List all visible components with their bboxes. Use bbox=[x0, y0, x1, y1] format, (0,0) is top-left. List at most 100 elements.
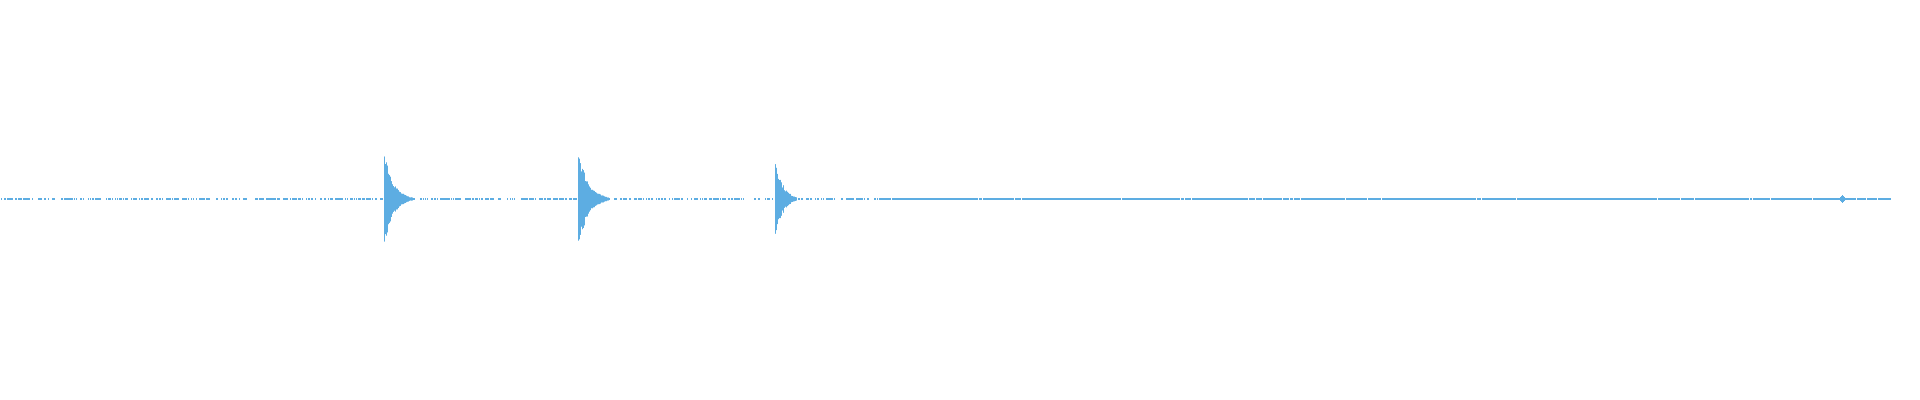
waveform-floor-bar bbox=[1783, 198, 1784, 200]
waveform-floor-bar bbox=[1875, 198, 1876, 200]
waveform-floor-bar bbox=[1112, 198, 1113, 200]
waveform-floor-bar bbox=[912, 198, 913, 200]
waveform-floor-bar bbox=[421, 198, 422, 200]
waveform-floor-bar bbox=[1859, 198, 1860, 200]
waveform-floor-bar bbox=[1419, 198, 1420, 200]
waveform-floor-bar bbox=[1317, 198, 1318, 200]
waveform-floor-bar bbox=[1344, 198, 1345, 200]
waveform-floor-bar bbox=[1463, 198, 1464, 200]
waveform-floor-bar bbox=[1762, 198, 1763, 200]
waveform-floor-bar bbox=[1114, 198, 1115, 200]
waveform-floor-bar bbox=[350, 198, 351, 200]
waveform-floor-bar bbox=[884, 198, 885, 200]
waveform-floor-bar bbox=[1461, 198, 1462, 200]
waveform-floor-bar bbox=[1127, 198, 1128, 200]
waveform-floor-bar bbox=[939, 198, 940, 200]
waveform-peak-bar bbox=[780, 179, 781, 219]
waveform-floor-bar bbox=[1188, 198, 1189, 200]
waveform-floor-bar bbox=[1589, 198, 1590, 200]
waveform-floor-bar bbox=[1754, 198, 1755, 200]
waveform-floor-bar bbox=[1359, 198, 1360, 200]
waveform-floor-bar bbox=[965, 198, 966, 200]
waveform-floor-bar bbox=[643, 198, 644, 200]
waveform-floor-bar bbox=[1631, 198, 1632, 200]
waveform-floor-bar bbox=[1373, 198, 1374, 200]
waveform-peak-bar bbox=[1842, 195, 1843, 203]
waveform-floor-bar bbox=[68, 198, 69, 200]
waveform-floor-bar bbox=[570, 198, 571, 200]
waveform-floor-bar bbox=[704, 198, 705, 200]
waveform-floor-bar bbox=[1086, 198, 1087, 200]
waveform-floor-bar bbox=[1350, 198, 1351, 200]
waveform-floor-bar bbox=[1028, 198, 1029, 200]
waveform-floor-bar bbox=[121, 198, 122, 200]
waveform-floor-bar bbox=[918, 198, 919, 200]
waveform-floor-bar bbox=[136, 198, 137, 200]
waveform-floor-bar bbox=[1558, 198, 1559, 200]
waveform-floor-bar bbox=[1881, 198, 1882, 200]
waveform-floor-bar bbox=[852, 198, 853, 200]
waveform-floor-bar bbox=[1716, 198, 1717, 200]
waveform-floor-bar bbox=[638, 198, 639, 200]
waveform-peak-bar bbox=[387, 165, 388, 233]
waveform-floor-bar bbox=[1351, 198, 1352, 200]
waveform-floor-bar bbox=[1502, 198, 1503, 200]
waveform-floor-bar bbox=[1312, 198, 1313, 200]
waveform-floor-bar bbox=[1220, 198, 1221, 200]
waveform-floor-bar bbox=[1454, 198, 1455, 200]
waveform-floor-bar bbox=[1498, 198, 1499, 200]
waveform-floor-bar bbox=[1849, 198, 1850, 200]
waveform-floor-bar bbox=[652, 198, 653, 200]
waveform-floor-bar bbox=[1176, 198, 1177, 200]
waveform-bars bbox=[1, 156, 1891, 242]
waveform-floor-bar bbox=[607, 197, 608, 201]
waveform-floor-bar bbox=[1581, 198, 1582, 200]
waveform-peak-bar bbox=[781, 182, 782, 216]
waveform-floor-bar bbox=[1642, 198, 1643, 200]
waveform-floor-bar bbox=[1595, 198, 1596, 200]
waveform-floor-bar bbox=[208, 198, 209, 200]
waveform-floor-bar bbox=[1575, 198, 1576, 200]
waveform-floor-bar bbox=[1449, 198, 1450, 200]
waveform-floor-bar bbox=[856, 198, 857, 200]
waveform-floor-bar bbox=[1564, 198, 1565, 200]
waveform-floor-bar bbox=[1858, 198, 1859, 200]
waveform-floor-bar bbox=[65, 198, 66, 200]
waveform-floor-bar bbox=[1789, 198, 1790, 200]
waveform-floor-bar bbox=[324, 198, 325, 200]
waveform-floor-bar bbox=[1325, 198, 1326, 200]
waveform-floor-bar bbox=[1391, 198, 1392, 200]
waveform-floor-bar bbox=[1309, 198, 1310, 200]
waveform-floor-bar bbox=[1433, 198, 1434, 200]
waveform-floor-bar bbox=[1281, 198, 1282, 200]
waveform-floor-bar bbox=[1061, 198, 1062, 200]
waveform-floor-bar bbox=[447, 198, 448, 200]
waveform-floor-bar bbox=[1361, 198, 1362, 200]
waveform-floor-bar bbox=[851, 198, 852, 200]
waveform-floor-bar bbox=[1071, 198, 1072, 200]
waveform-floor-bar bbox=[1610, 198, 1611, 200]
waveform-peak-bar bbox=[389, 175, 390, 223]
waveform-floor-bar bbox=[1691, 198, 1692, 200]
waveform-floor-bar bbox=[1342, 198, 1343, 200]
waveform-floor-bar bbox=[115, 198, 116, 200]
waveform-floor-bar bbox=[1714, 198, 1715, 200]
waveform-floor-bar bbox=[894, 198, 895, 200]
waveform-floor-bar bbox=[1030, 198, 1031, 200]
waveform-floor-bar bbox=[1091, 198, 1092, 200]
waveform-floor-bar bbox=[469, 198, 470, 200]
waveform-floor-bar bbox=[1882, 198, 1883, 200]
waveform-floor-bar bbox=[1586, 198, 1587, 200]
waveform-floor-bar bbox=[1554, 198, 1555, 200]
waveform-floor-bar bbox=[1321, 198, 1322, 200]
waveform-floor-bar bbox=[661, 198, 662, 200]
waveform-floor-bar bbox=[1239, 198, 1240, 200]
waveform-floor-bar bbox=[1744, 198, 1745, 200]
waveform-floor-bar bbox=[260, 198, 261, 200]
waveform-floor-bar bbox=[1735, 198, 1736, 200]
waveform-floor-bar bbox=[1649, 198, 1650, 200]
waveform-floor-bar bbox=[1592, 198, 1593, 200]
waveform-floor-bar bbox=[125, 198, 126, 200]
waveform-peak-bar bbox=[605, 196, 606, 202]
